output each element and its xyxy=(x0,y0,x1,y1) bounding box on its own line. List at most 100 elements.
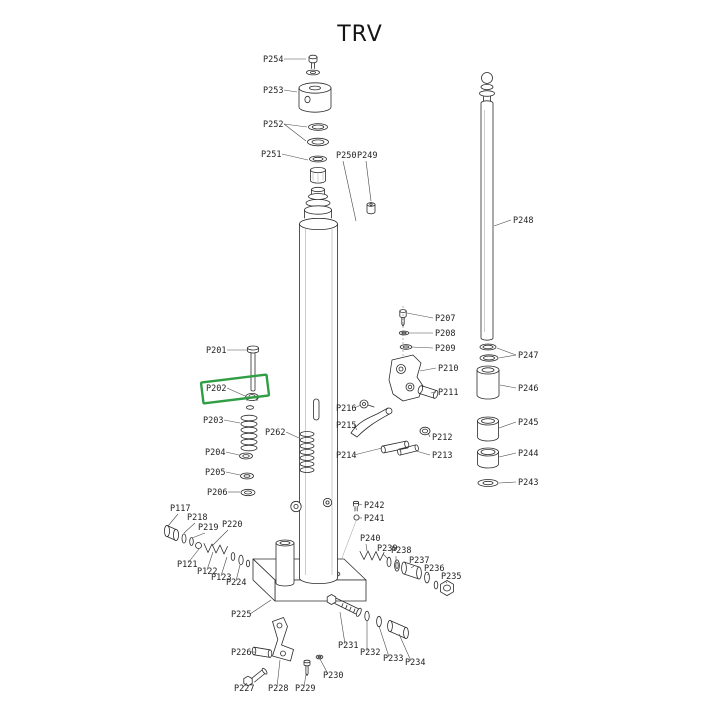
check-valve-chain-drawing xyxy=(359,550,454,596)
part-label-P121: P121 xyxy=(177,560,197,570)
leader-line-P117 xyxy=(167,513,179,527)
leader-line-P225 xyxy=(249,599,272,615)
leader-line-P229 xyxy=(303,673,307,688)
leader-line-P247 xyxy=(496,347,517,356)
leader-line-P250 xyxy=(342,160,357,222)
part-label-P262: P262 xyxy=(265,428,285,438)
left-valve-chain-drawing xyxy=(163,525,250,568)
part-label-P226: P226 xyxy=(231,648,251,658)
leader-line-P243 xyxy=(498,481,517,484)
part-label-P117: P117 xyxy=(170,504,190,514)
page-title: TRV xyxy=(337,22,383,47)
part-label-P248: P248 xyxy=(513,216,533,226)
part-label-P213: P213 xyxy=(432,451,452,461)
part-label-P240: P240 xyxy=(360,534,380,544)
part-label-P245: P245 xyxy=(518,418,538,428)
upper-parts-stack-drawing xyxy=(298,54,376,215)
leader-line-P207 xyxy=(406,312,434,319)
leader-line-P210 xyxy=(419,367,437,372)
part-label-P201: P201 xyxy=(206,346,226,356)
part-label-P249: P249 xyxy=(357,151,377,161)
leader-line-P216 xyxy=(353,404,362,409)
leader-line-P252 xyxy=(283,123,307,142)
leader-line-P239 xyxy=(382,553,389,560)
leader-line-P253 xyxy=(283,89,298,93)
part-label-P224: P224 xyxy=(226,578,246,588)
leader-line-P234 xyxy=(398,633,412,662)
part-label-P208: P208 xyxy=(435,329,455,339)
part-label-P242: P242 xyxy=(364,501,384,511)
part-label-P203: P203 xyxy=(203,416,223,426)
leader-line-P204 xyxy=(225,451,240,456)
part-label-P250: P250 xyxy=(336,151,356,161)
part-label-P235: P235 xyxy=(441,572,461,582)
part-label-P241: P241 xyxy=(364,514,384,524)
part-label-P237: P237 xyxy=(409,556,429,566)
leader-line-P248 xyxy=(493,219,512,227)
part-label-P225: P225 xyxy=(231,610,251,620)
leader-line-P218 xyxy=(183,522,196,534)
leader-line-P212 xyxy=(427,432,431,438)
part-label-P204: P204 xyxy=(205,448,225,458)
part-label-P233: P233 xyxy=(383,654,403,664)
part-label-P254: P254 xyxy=(263,55,283,65)
part-label-P230: P230 xyxy=(323,671,343,681)
leader-line-P211 xyxy=(430,391,437,394)
part-label-P211: P211 xyxy=(438,388,458,398)
part-label-P212: P212 xyxy=(432,433,452,443)
leader-line-P246 xyxy=(499,384,517,389)
leader-line-P121 xyxy=(187,548,200,564)
part-label-P247: P247 xyxy=(518,351,538,361)
part-label-P122: P122 xyxy=(197,567,217,577)
leader-line-P236 xyxy=(426,573,430,576)
leader-line-P240 xyxy=(365,543,368,552)
valve-bolt-chain-drawing xyxy=(326,594,409,640)
leader-line-P237 xyxy=(410,565,415,569)
leader-line-P245 xyxy=(498,421,517,429)
part-label-P219: P219 xyxy=(198,523,218,533)
part-label-P216: P216 xyxy=(336,404,356,414)
pump-rod-drawing xyxy=(479,72,495,341)
part-label-P220: P220 xyxy=(222,520,242,530)
part-label-P207: P207 xyxy=(435,314,455,324)
part-label-P215: P215 xyxy=(336,421,356,431)
leader-line-P262 xyxy=(285,431,300,439)
leader-line-P219 xyxy=(191,532,206,539)
part-label-P238: P238 xyxy=(391,546,411,556)
highlight-box xyxy=(199,373,271,405)
main-cylinder-drawing xyxy=(290,186,357,584)
part-label-P228: P228 xyxy=(268,684,288,694)
leader-line-P244 xyxy=(498,452,517,458)
part-label-P234: P234 xyxy=(405,658,425,668)
linkage-cluster-drawing xyxy=(350,306,439,456)
leader-line-P235 xyxy=(445,581,448,584)
leader-line-P123 xyxy=(220,556,228,577)
part-label-P214: P214 xyxy=(336,451,356,461)
leader-line-P228 xyxy=(276,659,281,688)
leader-line-P247 xyxy=(498,354,517,359)
part-label-P253: P253 xyxy=(263,86,283,96)
leader-line-P230 xyxy=(319,658,329,675)
part-label-P210: P210 xyxy=(438,364,458,374)
leader-line-P205 xyxy=(225,471,241,476)
leader-line-P202 xyxy=(226,387,246,397)
part-label-P227: P227 xyxy=(234,684,254,694)
leader-line-P251 xyxy=(281,153,309,161)
leader-line-P252 xyxy=(283,123,308,128)
leader-line-P122 xyxy=(206,551,214,571)
pump-cylinder-drawing xyxy=(275,539,295,587)
part-label-P206: P206 xyxy=(207,488,227,498)
part-label-P209: P209 xyxy=(435,344,455,354)
leader-line-P213 xyxy=(415,450,431,456)
part-label-P123: P123 xyxy=(211,573,231,583)
leader-line-P215 xyxy=(353,424,358,431)
leader-line-P209 xyxy=(411,346,434,349)
leader-line-P214 xyxy=(353,447,383,456)
part-label-P202: P202 xyxy=(206,384,226,394)
part-label-P229: P229 xyxy=(295,684,315,694)
part-label-P231: P231 xyxy=(338,641,358,651)
leader-line-P203 xyxy=(223,419,241,424)
leader-line-P220 xyxy=(211,529,229,547)
